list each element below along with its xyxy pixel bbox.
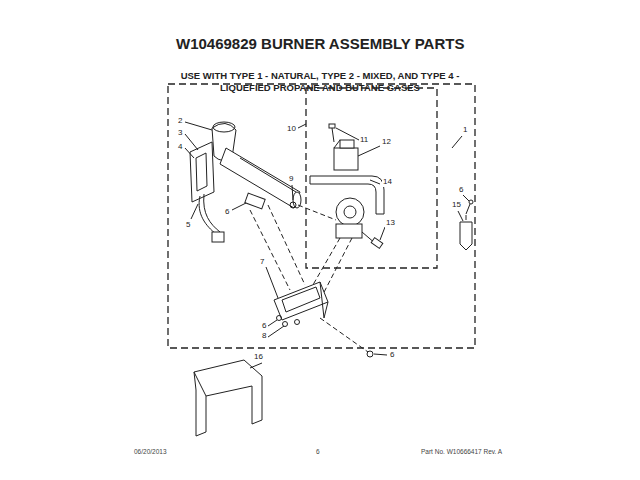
- callout-number: 15: [451, 201, 462, 210]
- callout-number: 9: [288, 175, 294, 184]
- part-number: Part No. W10666417 Rev. A: [421, 448, 502, 455]
- page-number: 6: [316, 448, 320, 455]
- callout-number: 8: [261, 332, 267, 341]
- page-title: W10469829 BURNER ASSEMBLY PARTS: [176, 36, 464, 53]
- callout-number: 6: [389, 351, 395, 360]
- callout-number: 6: [261, 322, 267, 331]
- callout-number: 16: [253, 353, 264, 362]
- callout-number: 13: [385, 219, 396, 228]
- footer-date: 06/20/2013: [134, 448, 167, 455]
- callout-number: 2: [177, 117, 183, 126]
- callout-number: 14: [382, 178, 393, 187]
- callout-number: 6: [458, 186, 464, 195]
- callout-number: 6: [224, 208, 230, 217]
- callout-number: 3: [177, 129, 183, 138]
- callout-number: 11: [359, 136, 369, 145]
- callout-number: 1: [462, 126, 468, 135]
- callout-number: 10: [286, 125, 297, 134]
- callout-number: 7: [259, 258, 265, 267]
- callout-number: 5: [185, 221, 191, 230]
- gas-type-note: USE WITH TYPE 1 - NATURAL, TYPE 2 - MIXE…: [170, 70, 470, 94]
- callout-number: 4: [177, 143, 183, 152]
- callout-number: 12: [381, 138, 392, 147]
